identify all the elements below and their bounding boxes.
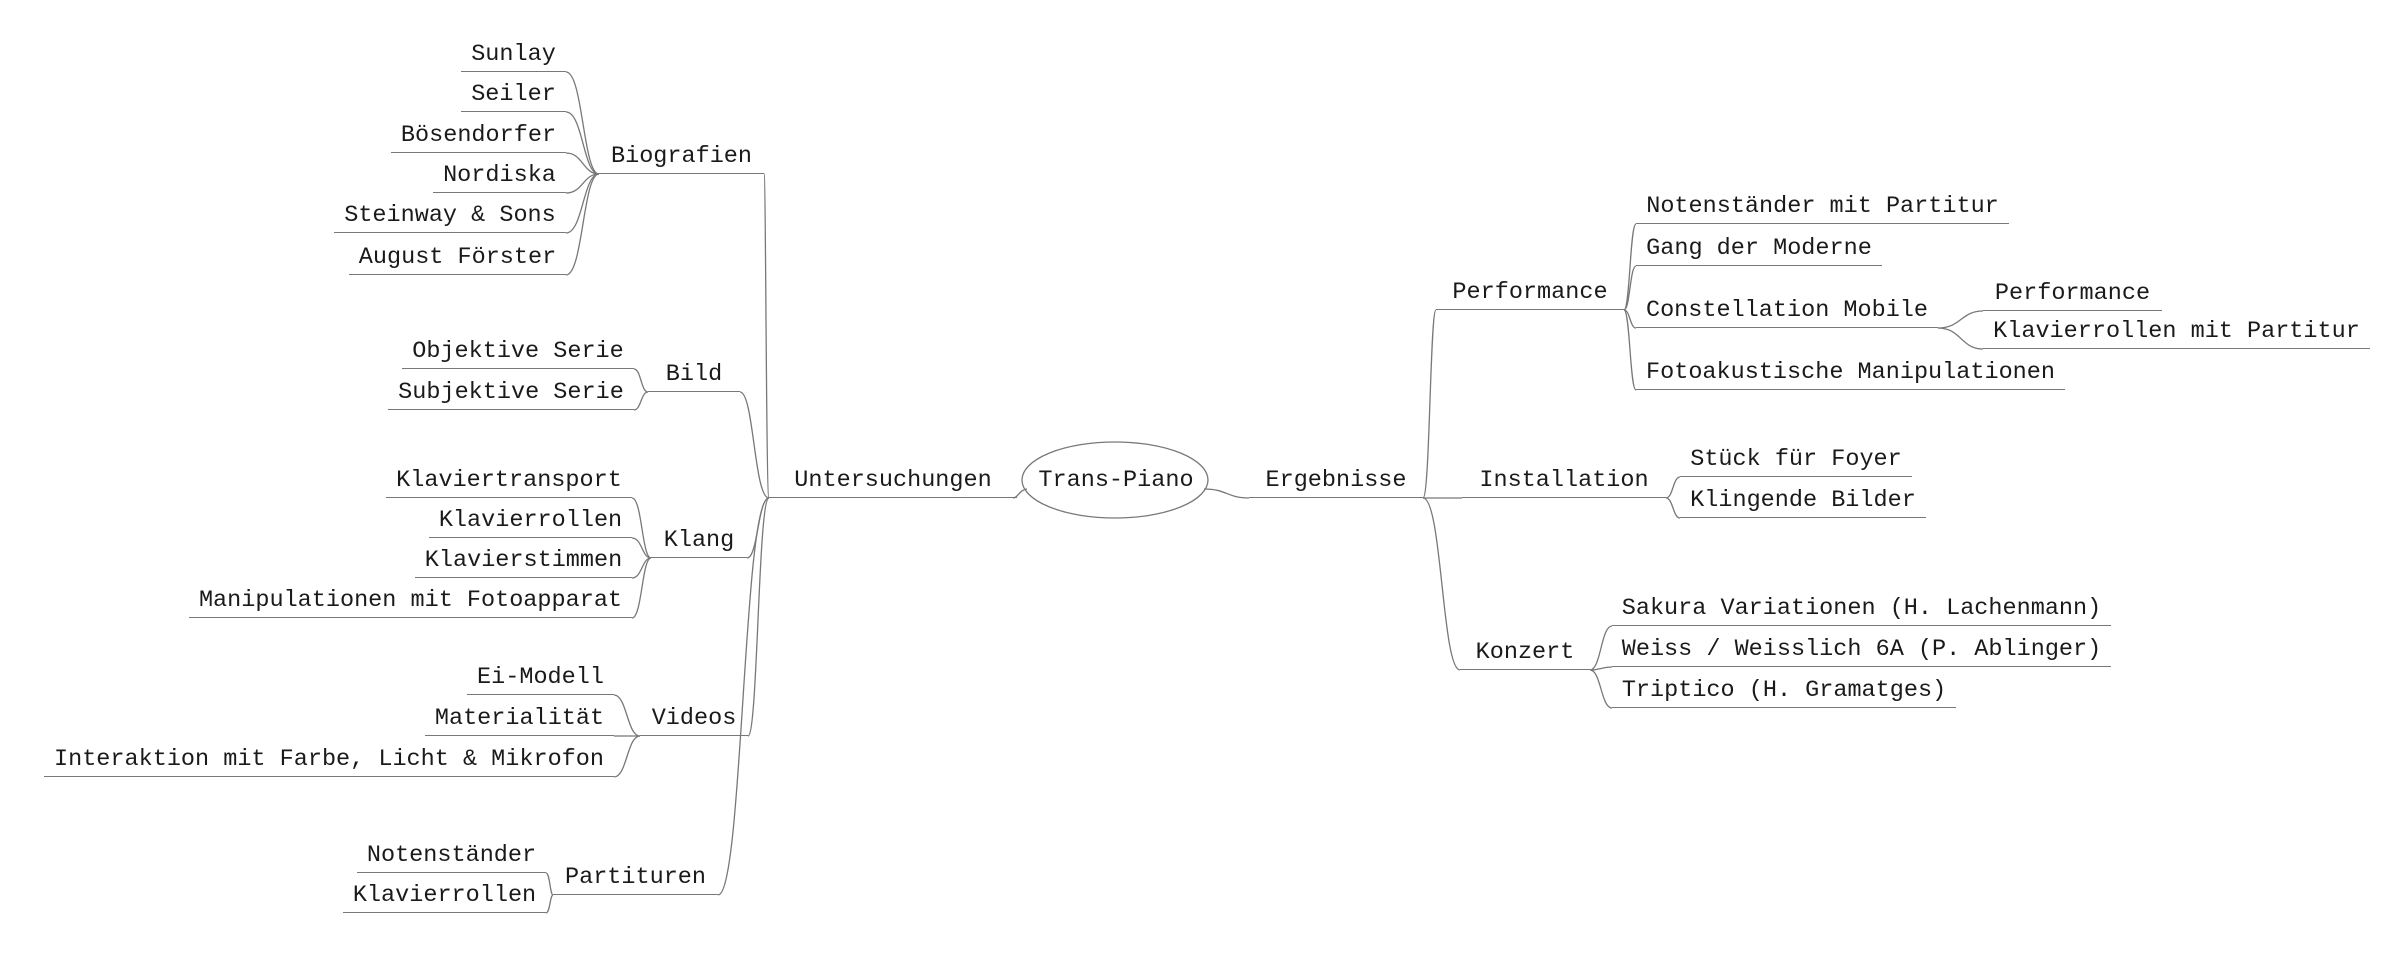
- edge: [633, 368, 649, 393]
- edge: [739, 391, 770, 499]
- mindmap-node-weiss-weisslich-6a[interactable]: Weiss / Weisslich 6A (P. Ablinger): [1612, 631, 2111, 667]
- mindmap-node-notenstaender-mit-partitur[interactable]: Notenständer mit Partitur: [1636, 188, 2009, 224]
- edge: [613, 694, 641, 737]
- mindmap-node-notenstaender[interactable]: Notenständer: [357, 837, 546, 873]
- edge: [565, 71, 600, 175]
- root-ellipse: [1021, 441, 1209, 519]
- mindmap-node-performance-sub[interactable]: Performance: [1983, 275, 2162, 311]
- mindmap-node-performance[interactable]: Performance: [1436, 274, 1624, 310]
- edge: [1937, 310, 1984, 329]
- mindmap-node-klavierrollen-partituren[interactable]: Klavierrollen: [343, 877, 546, 913]
- mindmap-node-august-foerster[interactable]: August Förster: [349, 239, 566, 275]
- mindmap-node-stueck-fuer-foyer[interactable]: Stück für Foyer: [1680, 441, 1912, 477]
- edge: [565, 152, 600, 175]
- mindmap-node-videos[interactable]: Videos: [640, 700, 748, 736]
- mindmap-node-constellation-mobile[interactable]: Constellation Mobile: [1636, 292, 1938, 328]
- mindmap-node-sakura-variationen[interactable]: Sakura Variationen (H. Lachenmann): [1612, 590, 2111, 626]
- mindmap-node-fotoakustische-manipulationen[interactable]: Fotoakustische Manipulationen: [1636, 354, 2065, 390]
- edge: [1623, 309, 1637, 391]
- mindmap-node-klavierstimmen[interactable]: Klavierstimmen: [415, 542, 632, 578]
- mindmap-node-subjektive-serie[interactable]: Subjektive Serie: [388, 374, 634, 410]
- mindmap-root-node[interactable]: Trans-Piano: [1038, 466, 1194, 494]
- edge: [631, 537, 652, 559]
- edge: [545, 894, 554, 914]
- edge: [633, 391, 649, 411]
- edge: [763, 173, 770, 499]
- mindmap-node-gang-der-moderne[interactable]: Gang der Moderne: [1636, 230, 1882, 266]
- edge: [747, 497, 770, 737]
- edge: [1665, 476, 1681, 499]
- mindmap-node-seiler[interactable]: Seiler: [461, 76, 566, 112]
- edge: [565, 173, 600, 276]
- edge: [1937, 327, 1984, 350]
- edge: [613, 735, 641, 778]
- mindmap-node-klang[interactable]: Klang: [651, 522, 747, 558]
- mindmap-node-konzert[interactable]: Konzert: [1460, 634, 1590, 670]
- mindmap-node-nordiska[interactable]: Nordiska: [433, 157, 566, 193]
- mindmap-node-installation[interactable]: Installation: [1462, 462, 1666, 498]
- mindmap-node-klavierrollen-mit-partitur[interactable]: Klavierrollen mit Partitur: [1983, 313, 2370, 349]
- mindmap-node-bild[interactable]: Bild: [648, 356, 740, 392]
- edge: [631, 497, 652, 559]
- edge: [1422, 309, 1437, 499]
- mindmap-node-klavierrollen-klang[interactable]: Klavierrollen: [429, 502, 632, 538]
- edge: [545, 872, 554, 896]
- mindmap-node-ergebnisse[interactable]: Ergebnisse: [1249, 462, 1423, 498]
- mindmap-node-manipulationen-mit-fotoapparat[interactable]: Manipulationen mit Fotoapparat: [189, 582, 632, 618]
- mindmap-node-interaktion-mit-farbe-licht-mikrofon[interactable]: Interaktion mit Farbe, Licht & Mikrofon: [44, 741, 614, 777]
- edge: [1203, 488, 1250, 499]
- edge: [1589, 669, 1613, 709]
- mindmap-node-materialitaet[interactable]: Materialität: [425, 700, 614, 736]
- mindmap-node-objektive-serie[interactable]: Objektive Serie: [402, 333, 634, 369]
- mindmap-node-boesendorfer[interactable]: Bösendorfer: [391, 117, 566, 153]
- mindmap-node-sunlay[interactable]: Sunlay: [461, 36, 566, 72]
- edge: [1589, 625, 1613, 671]
- mindmap-node-klaviertransport[interactable]: Klaviertransport: [386, 462, 632, 498]
- mindmap-node-untersuchungen[interactable]: Untersuchungen: [769, 462, 1017, 498]
- edge: [1589, 666, 1613, 671]
- mindmap-node-partituren[interactable]: Partituren: [553, 859, 718, 895]
- edge: [1422, 497, 1461, 671]
- edge: [1623, 265, 1637, 311]
- edge: [1665, 497, 1681, 519]
- mindmap-node-triptico[interactable]: Triptico (H. Gramatges): [1612, 672, 1956, 708]
- mindmap-node-steinway-and-sons[interactable]: Steinway & Sons: [334, 197, 566, 233]
- mindmap-node-klingende-bilder[interactable]: Klingende Bilder: [1680, 482, 1926, 518]
- mindmap-node-ei-modell[interactable]: Ei-Modell: [467, 659, 614, 695]
- mindmap-node-biografien[interactable]: Biografien: [599, 138, 764, 174]
- edge: [631, 557, 652, 619]
- edge: [717, 497, 770, 896]
- edge: [565, 173, 600, 234]
- edge: [565, 111, 600, 175]
